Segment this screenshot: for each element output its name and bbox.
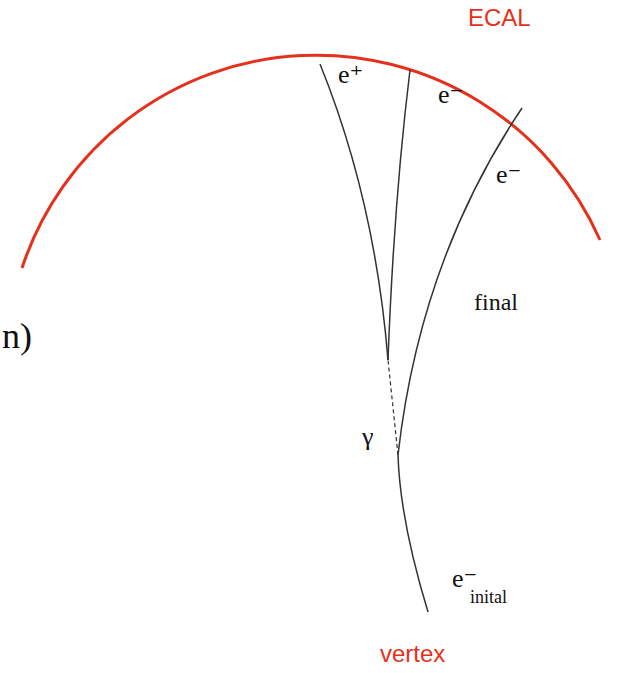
final-electron-track — [398, 108, 522, 455]
particle-label: e⁻ — [438, 82, 463, 108]
particle-label: e⁻ — [496, 162, 521, 188]
initial-electron-track — [398, 455, 428, 612]
photon-track — [388, 360, 398, 455]
detector-label: ECAL — [468, 6, 531, 30]
pair-electron-track — [388, 70, 410, 360]
particle-note: final — [474, 290, 518, 314]
positron-track — [320, 64, 388, 360]
subscript-note: inital — [470, 588, 507, 606]
clipped-text: n) — [2, 318, 32, 354]
particle-label: γ — [362, 424, 374, 450]
vertex-label: vertex — [380, 642, 445, 666]
particle-label: e⁺ — [338, 62, 363, 88]
ecal-arc — [22, 55, 600, 268]
